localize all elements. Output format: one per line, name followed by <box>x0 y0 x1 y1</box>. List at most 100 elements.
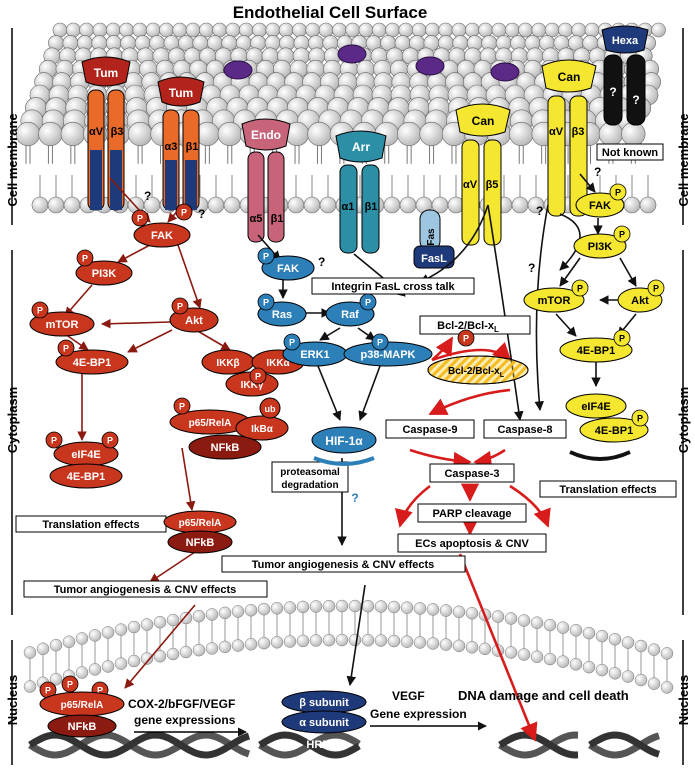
bcl-box: Bcl-2/Bcl-xL <box>437 320 499 334</box>
receptor-arr: Arr α1 β1 <box>335 130 387 254</box>
proteasomal-label: proteasomal <box>280 467 340 478</box>
left-nfkb-2: NFkB <box>186 537 215 549</box>
question-mark: ? <box>318 255 325 269</box>
phosphate-label: P <box>289 338 295 348</box>
phosphate-label: P <box>365 298 371 308</box>
phosphate-badge <box>76 249 94 267</box>
cox2-label: COX-2/bFGF/VEGF <box>128 697 235 711</box>
phosphate-badge <box>613 225 631 243</box>
ligand-endo: Endo <box>251 128 281 142</box>
phosphate-label: P <box>179 402 185 412</box>
phosphate-label: P <box>177 302 183 312</box>
left-4ebp1: 4E-BP1 <box>73 357 112 369</box>
phosphate-label: P <box>619 334 625 344</box>
mid-unknown-mark: ? <box>351 491 358 505</box>
left-side-labels: Cell membrane Cytoplasm Nucleus <box>5 28 20 765</box>
receptor-can-av-b3: Can αV β3 <box>541 59 597 217</box>
can2-alpha: αV <box>549 126 564 138</box>
nuclear-membrane <box>23 599 674 694</box>
right-translation-effects: Translation effects <box>559 484 656 496</box>
hexa-unknown-1: ? <box>609 85 616 99</box>
left-ikk-a: IKKα <box>266 358 290 369</box>
can1-beta: β5 <box>486 179 499 191</box>
right-pathway: FAK PI3K mTOR Akt 4E-BP1 eIF4E 4E-BP1 Tr… <box>523 192 677 498</box>
phosphate-label: P <box>615 188 621 198</box>
left-pathway: FAK PI3K mTOR Akt IKKβ IKKα IKKγ 4E-BP1 … <box>15 222 349 598</box>
right-pi3k: PI3K <box>588 241 613 253</box>
can2-beta: β3 <box>572 126 585 138</box>
bcl-oval: Bcl-2/Bcl-xL <box>448 366 505 379</box>
phosphate-badge <box>631 409 649 427</box>
phosphate-label: P <box>181 208 187 218</box>
left-tumor-cnv: Tumor angiogenesis & CNV effects <box>54 584 237 596</box>
phosphate-badge <box>249 367 267 385</box>
phosphate-badge <box>45 431 63 449</box>
phosphate-badge <box>609 183 627 201</box>
endo-alpha: α5 <box>250 213 263 225</box>
phosphate-badge <box>457 329 475 347</box>
phosphate-label: P <box>263 252 269 262</box>
phosphate-badge <box>371 333 389 351</box>
diagram-title: Endothelial Cell Surface <box>233 3 428 22</box>
fas-label: Fas <box>426 228 437 246</box>
phosphate-label: P <box>63 344 69 354</box>
phosphate-badge <box>257 293 275 311</box>
right-mtor: mTOR <box>538 295 571 307</box>
label-cell-membrane-left: Cell membrane <box>5 113 20 206</box>
phosphate-label: P <box>51 436 57 446</box>
dna-damage-label: DNA damage and cell death <box>458 688 629 703</box>
label-nucleus-right: Nucleus <box>676 675 691 726</box>
ligand-tum-2: Tum <box>169 86 193 100</box>
ligand-can-1: Can <box>472 114 495 128</box>
fasl-label: FasL <box>421 253 447 265</box>
ecs-apoptosis: ECs apoptosis & CNV <box>415 538 529 550</box>
beta-subunit: β subunit <box>299 697 349 709</box>
phosphate-label: P <box>577 284 583 294</box>
hexa-unknown-2: ? <box>632 93 639 107</box>
cell-membrane <box>15 22 666 214</box>
nucleus-content: p65/RelA NFkB COX-2/bFGF/VEGF gene expre… <box>39 688 629 751</box>
left-4ebp1-b: 4E-BP1 <box>67 471 106 483</box>
caspase-3: Caspase-3 <box>444 468 499 480</box>
vegf-label: VEGF <box>392 689 425 703</box>
phosphate-badge <box>171 297 189 315</box>
left-p65-rela-2: p65/RelA <box>179 518 222 529</box>
left-eif4e: eIF4E <box>71 449 100 461</box>
phosphate-label: P <box>255 372 261 382</box>
right-4ebp1-b: 4E-BP1 <box>595 425 634 437</box>
degradation-label: degradation <box>281 480 338 491</box>
parp-cleavage: PARP cleavage <box>432 508 511 520</box>
mid-ras: Ras <box>272 309 292 321</box>
mid-raf: Raf <box>341 309 359 321</box>
arr-alpha: α1 <box>342 201 355 213</box>
mid-p38: p38-MAPK <box>360 349 415 361</box>
ligand-arr: Arr <box>352 140 370 154</box>
question-mark: ? <box>536 204 543 218</box>
phosphate-label: P <box>97 686 103 696</box>
nuc-p65-rela: p65/RelA <box>61 700 104 711</box>
left-translation-effects: Translation effects <box>42 519 139 531</box>
alpha-subunit: α subunit <box>299 717 349 729</box>
mid-hif: HIF-1α <box>325 434 363 448</box>
unknown-marks: ? ? ? ? ? ? <box>144 165 601 275</box>
tum1-alpha: αV <box>89 126 104 138</box>
phosphate-badge <box>131 209 149 227</box>
label-nucleus-left: Nucleus <box>5 675 20 726</box>
right-akt: Akt <box>631 295 649 307</box>
label-cytoplasm-left: Cytoplasm <box>5 387 20 453</box>
right-fak: FAK <box>589 200 611 212</box>
mid-fak: FAK <box>277 263 299 275</box>
right-side-labels: Cell membrane Cytoplasm Nucleus <box>676 28 691 765</box>
phosphate-badge <box>613 329 631 347</box>
hre-label: HRE <box>306 739 329 751</box>
integrin-fasl-crosstalk: Integrin FasL cross talk <box>331 281 455 293</box>
phosphate-label: P <box>619 230 625 240</box>
gene-expressions-label: gene expressions <box>134 713 236 727</box>
receptor-can-av-b5: Can αV β5 <box>455 103 511 246</box>
phosphate-label: P <box>653 284 659 294</box>
ligand-hexa: Hexa <box>612 35 639 47</box>
phosphate-badge <box>175 203 193 221</box>
tum2-beta: β1 <box>186 141 199 153</box>
middle-pathway: FAK Integrin FasL cross talk Ras Raf ERK… <box>221 255 475 573</box>
